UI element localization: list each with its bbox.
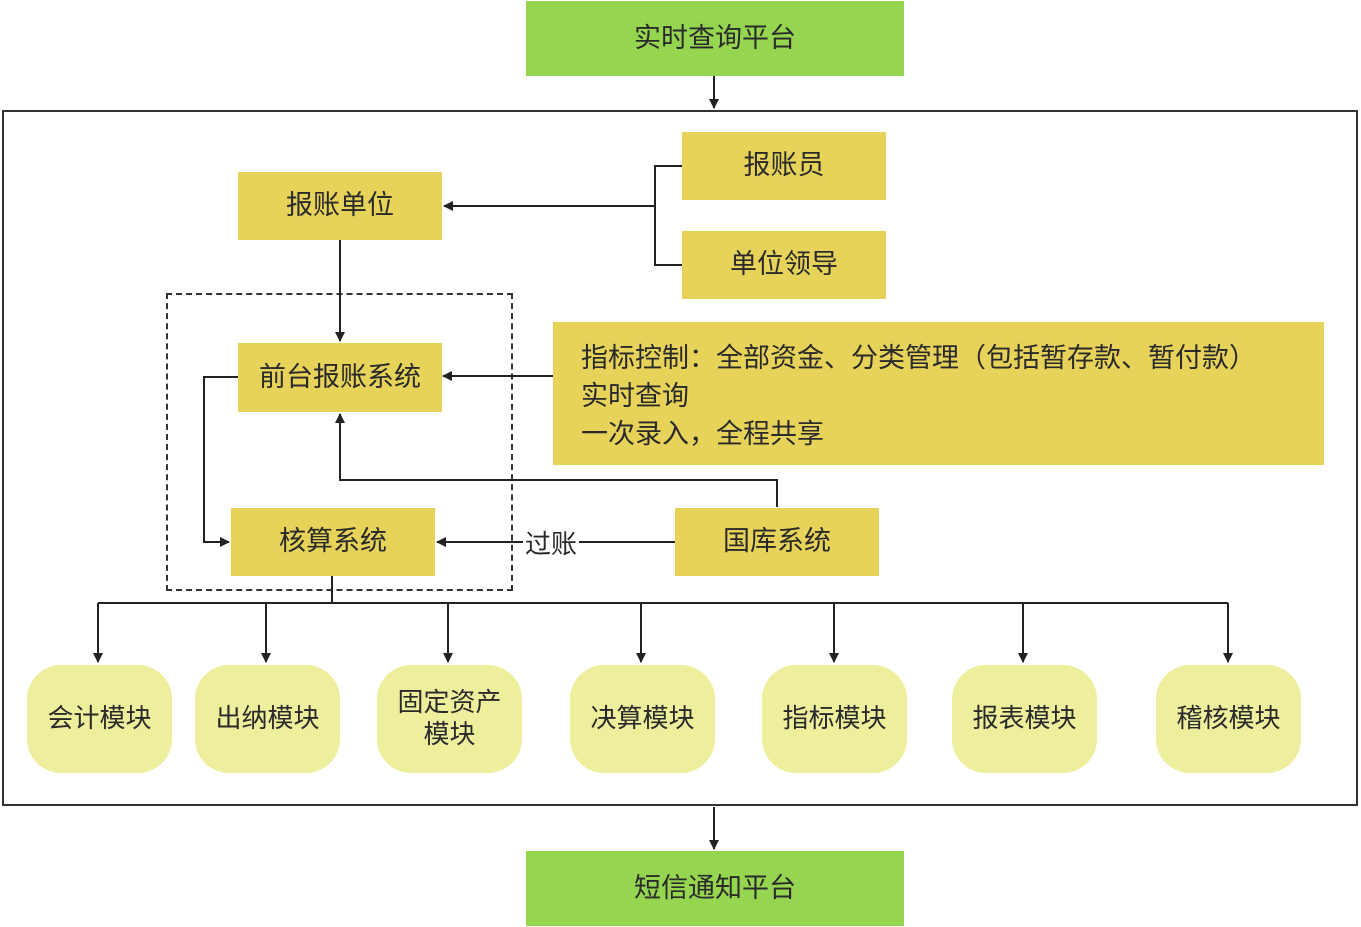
edge-front-to-accounting	[203, 376, 238, 547]
claim-unit-label: 报账单位	[286, 190, 394, 222]
claimant-label: 报账员	[743, 150, 825, 182]
indicator-module: 指标模块	[762, 665, 907, 773]
edge-bracket	[654, 165, 682, 266]
posting-edge-label: 过账	[523, 524, 580, 561]
cashier-module: 出纳模块	[195, 665, 340, 773]
feature-info-box: 指标控制：全部资金、分类管理（包括暂存款、暂付款） 实时查询 一次录入，全程共享	[553, 322, 1324, 465]
treasury-system-node: 国库系统	[675, 508, 879, 576]
final-accounts-module: 决算模块	[570, 665, 715, 773]
realtime-query-platform: 实时查询平台	[526, 1, 904, 76]
sms-notification-platform: 短信通知平台	[526, 851, 904, 926]
accounting-module: 会计模块	[27, 665, 172, 773]
report-module: 报表模块	[952, 665, 1097, 773]
cashier-module-label: 出纳模块	[215, 703, 320, 734]
front-claim-system-node: 前台报账系统	[238, 343, 442, 412]
unit-leader-label: 单位领导	[730, 249, 838, 281]
system-boundary	[2, 110, 1358, 806]
treasury-system-label: 国库系统	[723, 526, 831, 558]
claim-unit-node: 报账单位	[238, 172, 442, 240]
claimant-node: 报账员	[682, 132, 886, 200]
accounting-module-label: 会计模块	[47, 703, 152, 734]
info-line-realtime-query: 实时查询	[581, 381, 689, 412]
edge-treasury-to-front	[335, 413, 778, 507]
realtime-query-platform-label: 实时查询平台	[634, 22, 796, 54]
audit-module: 稽核模块	[1156, 665, 1301, 773]
front-claim-system-label: 前台报账系统	[259, 361, 421, 393]
final-accounts-module-label: 决算模块	[590, 703, 695, 734]
sms-notification-platform-label: 短信通知平台	[634, 872, 796, 904]
accounting-system-label: 核算系统	[279, 526, 387, 558]
unit-leader-node: 单位领导	[682, 231, 886, 299]
fixed-assets-module: 固定资产 模块	[377, 665, 522, 773]
info-line-single-entry: 一次录入，全程共享	[581, 419, 824, 450]
fixed-assets-module-label-line1: 固定资产	[397, 687, 502, 718]
indicator-module-label: 指标模块	[782, 703, 887, 734]
audit-module-label: 稽核模块	[1176, 703, 1281, 734]
fixed-assets-module-label-line2: 模块	[423, 720, 476, 750]
report-module-label: 报表模块	[972, 703, 1077, 734]
info-line-indicator-control: 指标控制：全部资金、分类管理（包括暂存款、暂付款）	[581, 343, 1256, 374]
accounting-system-node: 核算系统	[231, 508, 435, 576]
